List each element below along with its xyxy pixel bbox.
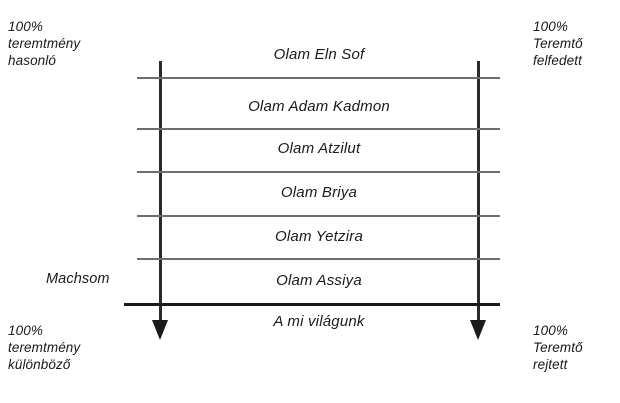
level-rung <box>137 258 500 260</box>
left-arrowhead <box>152 320 168 340</box>
level-label: Olam Adam Kadmon <box>248 98 390 115</box>
right-arrow-shaft <box>477 61 480 322</box>
corner-label-top-right: 100% Teremtő felfedett <box>533 19 583 68</box>
machsom-label: Machsom <box>46 271 110 287</box>
level-label: Olam Eln Sof <box>273 46 365 63</box>
level-rung <box>137 215 500 217</box>
corner-label-bottom-left: 100% teremtmény különböző <box>8 323 81 372</box>
level-rung <box>137 77 500 79</box>
level-rung <box>137 128 500 130</box>
left-arrow-shaft <box>159 61 162 322</box>
corner-label-bottom-right: 100% Teremtő rejtett <box>533 323 583 372</box>
level-label: Olam Briya <box>280 184 358 201</box>
corner-label-top-left: 100% teremtmény hasonló <box>8 19 81 68</box>
right-arrowhead <box>470 320 486 340</box>
level-label: Olam Atzilut <box>277 140 361 157</box>
level-label: Olam Assiya <box>276 272 362 289</box>
our-world-label: A mi világunk <box>273 313 365 330</box>
level-label: Olam Yetzira <box>275 228 363 245</box>
machsom-boundary-line <box>124 303 500 306</box>
level-rung <box>137 171 500 173</box>
